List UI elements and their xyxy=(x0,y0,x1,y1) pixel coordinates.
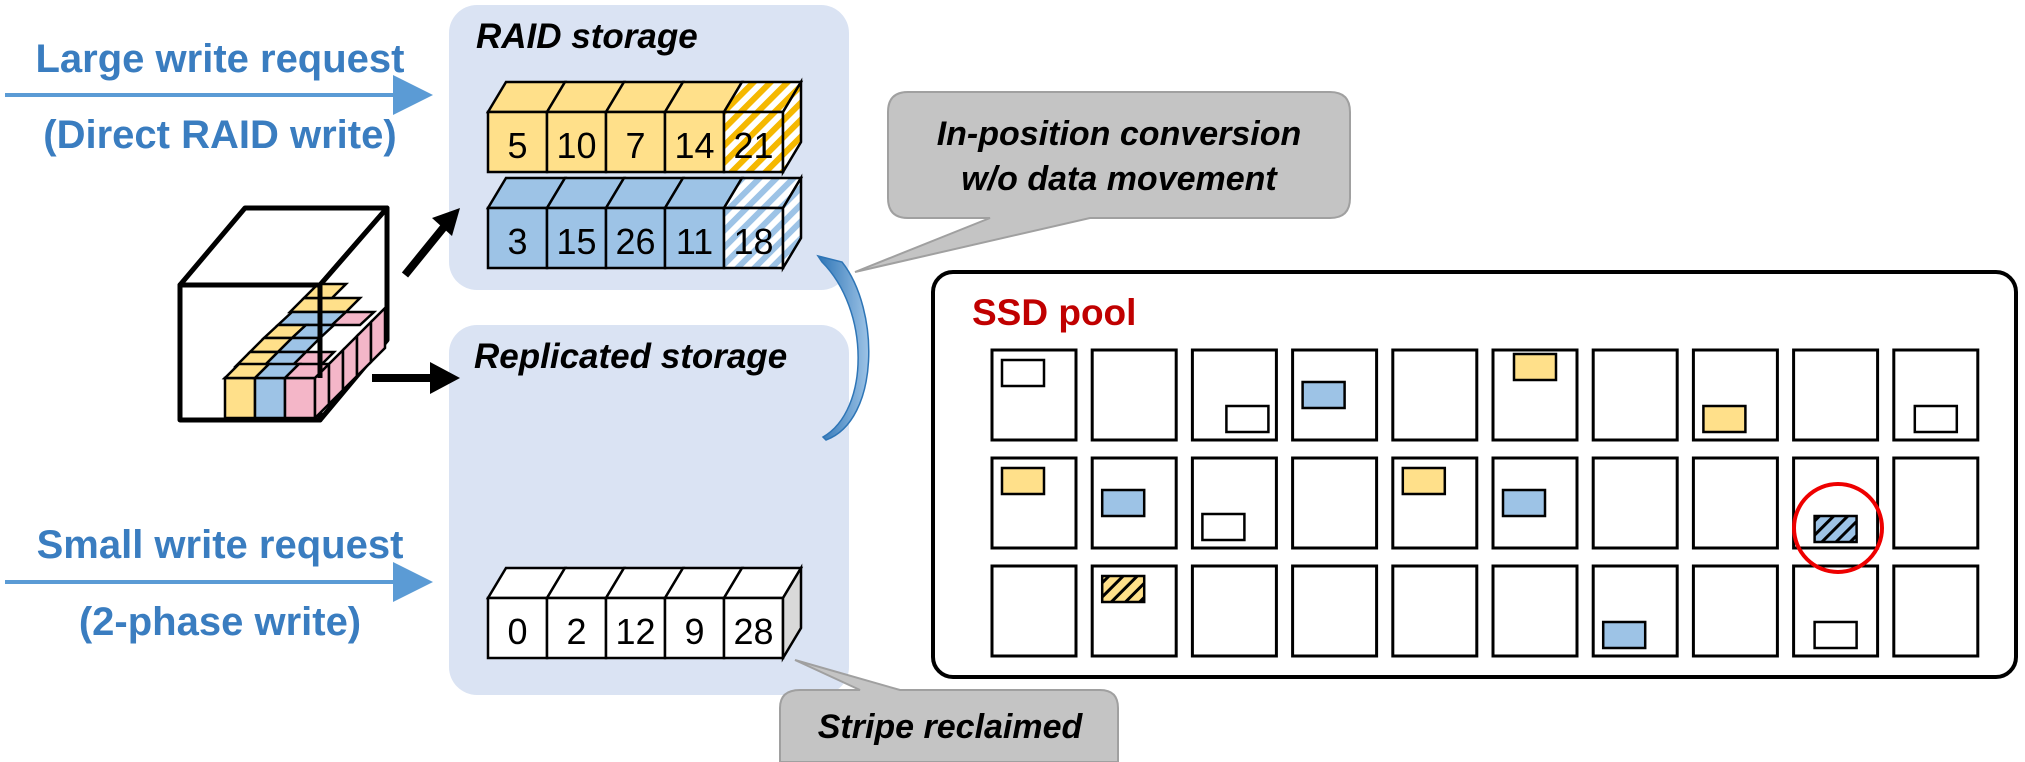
ssd-drive xyxy=(1391,348,1479,442)
ssd-drive xyxy=(1792,348,1880,442)
ssd-data-block xyxy=(1000,466,1046,496)
ssd-drive xyxy=(990,564,1078,658)
stripe-side-face xyxy=(781,563,803,663)
stripe-cell-number: 15 xyxy=(556,221,596,262)
ssd-drive xyxy=(1591,348,1679,442)
ssd-data-block xyxy=(1201,512,1246,542)
stripe-cell-number: 10 xyxy=(556,125,596,166)
reclaimed-callout-text: Stripe reclaimed xyxy=(818,708,1084,746)
ssd-drive xyxy=(1391,564,1479,658)
ssd-drive xyxy=(1691,456,1779,550)
ssd-drive xyxy=(1291,564,1379,658)
ssd-data-block xyxy=(1913,404,1959,434)
replicated-storage-title: Replicated storage xyxy=(474,337,787,376)
stripe-cell xyxy=(604,596,667,660)
stripe-cell xyxy=(722,206,785,270)
ssd-data-block xyxy=(1301,380,1346,410)
stripe-cell-number: 18 xyxy=(733,221,773,262)
conversion-callout-line1: In-position conversion xyxy=(937,115,1302,153)
stripe-side-face xyxy=(781,173,803,273)
conversion-callout-line2: w/o data movement xyxy=(961,160,1278,198)
small-write-sublabel: (2-phase write) xyxy=(79,600,361,644)
stripe-cell xyxy=(486,596,549,660)
conversion-curve-arrow xyxy=(816,254,870,441)
stripe-cell-number: 0 xyxy=(507,611,527,652)
large-write-sublabel: (Direct RAID write) xyxy=(43,113,396,157)
ssd-drive xyxy=(1190,564,1278,658)
ssd-drive xyxy=(1591,456,1679,550)
ssd-data-block xyxy=(1100,574,1146,604)
stripe-cell xyxy=(545,110,608,174)
stripe-cell-number: 26 xyxy=(615,221,655,262)
stripe-cell-number: 9 xyxy=(684,611,704,652)
ssd-data-block xyxy=(1813,514,1858,544)
highlight-circle xyxy=(1792,482,1884,574)
stripe-cell xyxy=(545,206,608,270)
ssd-data-block xyxy=(1512,352,1558,382)
stripe-cell-number: 7 xyxy=(625,125,645,166)
stripe-cell-number: 2 xyxy=(566,611,586,652)
ssd-data-block xyxy=(1225,404,1270,434)
ssd-grid xyxy=(990,348,1980,658)
raid-storage-title: RAID storage xyxy=(476,17,698,56)
buffer-to-raid-arrowhead xyxy=(432,208,460,236)
ssd-data-block xyxy=(1702,404,1747,434)
ssd-drive xyxy=(1892,564,1980,658)
ssd-data-block xyxy=(1813,620,1858,650)
stripe-cell-number: 11 xyxy=(676,221,713,262)
buffer-to-raid-arrow xyxy=(401,219,452,278)
stripe-cell-number: 5 xyxy=(507,125,527,166)
ssd-drive xyxy=(1892,456,1980,550)
buffer-to-replicated-arrowhead xyxy=(430,362,460,394)
stripe-side-face xyxy=(781,77,803,177)
stripe-cell xyxy=(722,596,785,660)
ssd-drive xyxy=(1291,456,1379,550)
ssd-data-block xyxy=(1401,466,1447,496)
buffer-box-edges xyxy=(177,282,323,423)
conversion-callout: In-position conversion w/o data movement xyxy=(854,91,1351,273)
reclaimed-callout: Stripe reclaimed xyxy=(779,659,1119,762)
ssd-data-block xyxy=(1501,488,1547,518)
stripe-cell-number: 14 xyxy=(674,125,714,166)
ssd-data-block xyxy=(1100,488,1146,518)
ssd-data-block xyxy=(1601,620,1647,650)
ssd-data-block xyxy=(1000,358,1046,388)
blue-stripe: 3 15 26 11 18 xyxy=(485,173,804,273)
stripe-cell-number: 12 xyxy=(615,611,655,652)
ssd-drive xyxy=(1691,564,1779,658)
ssd-drive xyxy=(1090,348,1178,442)
stripe-cell xyxy=(663,596,726,660)
stripe-cell-number: 21 xyxy=(733,125,773,166)
large-write-label: Large write request xyxy=(35,37,404,81)
ssd-drive xyxy=(1491,564,1579,658)
small-write-label: Small write request xyxy=(37,523,404,567)
yellow-stripe: 5 10 7 14 21 xyxy=(485,77,804,177)
ssd-pool-title: SSD pool xyxy=(972,292,1136,333)
stripe-cell-number: 28 xyxy=(733,611,773,652)
buffer-block-stack xyxy=(221,282,387,422)
stripe-cell-number: 3 xyxy=(507,221,527,262)
